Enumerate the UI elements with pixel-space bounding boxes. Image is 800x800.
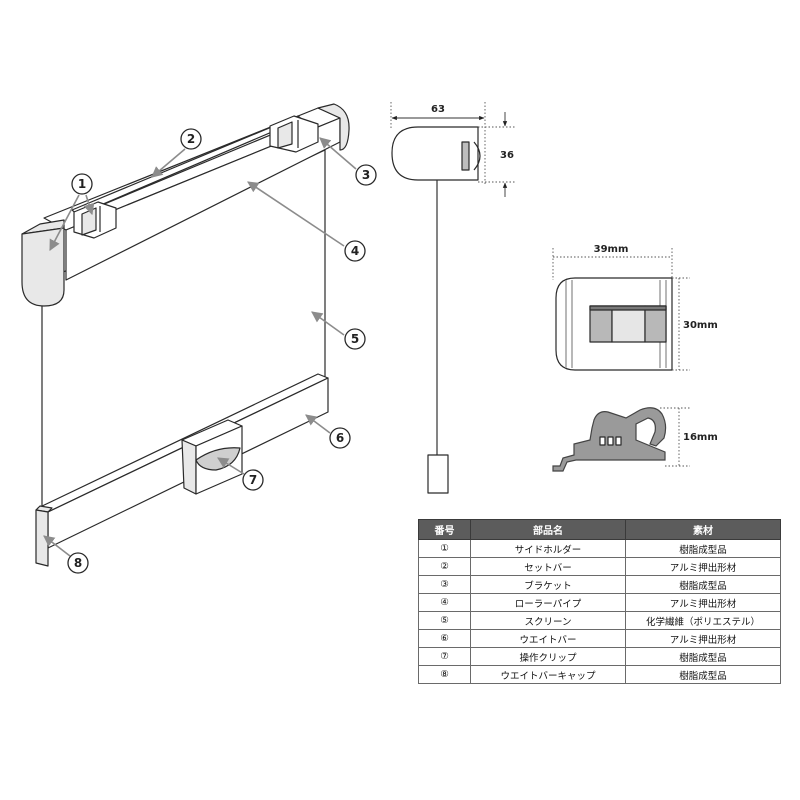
row-no: ①	[418, 539, 471, 558]
leader-1b	[83, 194, 95, 216]
bracket-front-view: 39mm 30mm	[552, 244, 718, 371]
leader-7	[217, 457, 245, 475]
callouts: 1 2 3 4 5 6 7	[67, 128, 377, 574]
row-no: ②	[418, 557, 471, 576]
dim-width-label: 63	[431, 104, 445, 115]
side-holder-hook	[473, 141, 481, 171]
row-part-name: ブラケット	[470, 575, 626, 594]
bracket-clip	[589, 305, 667, 343]
callout-5: 5	[344, 328, 366, 350]
weight-bar-cap	[35, 509, 49, 567]
table-row: ③ ブラケット 樹脂成型品	[418, 575, 781, 594]
callout-6: 6	[329, 427, 351, 449]
leader-6	[305, 414, 331, 434]
leader-lines	[43, 137, 357, 557]
row-material: アルミ押出形材	[625, 629, 781, 648]
bracket-profile-tooth	[599, 436, 606, 446]
blind-assembly	[21, 103, 350, 567]
row-material: 樹脂成型品	[625, 647, 781, 666]
row-part-name: スクリーン	[470, 611, 626, 630]
leader-8	[43, 535, 71, 557]
dim-height-label: 36	[500, 150, 514, 161]
table-row: ⑧ ウエイトバーキャップ 樹脂成型品	[418, 665, 781, 684]
row-material: 樹脂成型品	[625, 539, 781, 558]
table-row: ⑥ ウエイトバー アルミ押出形材	[418, 629, 781, 648]
callout-3-label: 3	[362, 168, 370, 182]
side-view: 63 36	[390, 102, 516, 494]
row-no: ④	[418, 593, 471, 612]
leader-1a	[49, 194, 80, 251]
row-material: アルミ押出形材	[625, 557, 781, 576]
callout-3: 3	[355, 164, 377, 186]
callout-1: 1	[71, 173, 93, 195]
leader-4	[247, 181, 345, 247]
callout-7: 7	[242, 469, 264, 491]
bracket-profile-view: 16mm	[552, 407, 718, 472]
table-row: ⑤ スクリーン 化学繊維（ポリエステル）	[418, 611, 781, 630]
row-no: ⑤	[418, 611, 471, 630]
cord-weight	[427, 454, 449, 494]
table-row: ② セットバー アルミ押出形材	[418, 557, 781, 576]
row-part-name: ウエイトバーキャップ	[470, 665, 626, 684]
side-holder-profile	[391, 126, 479, 181]
header-material: 素材	[625, 519, 781, 540]
row-material: 化学繊維（ポリエステル）	[625, 611, 781, 630]
row-part-name: セットバー	[470, 557, 626, 576]
callout-1-label: 1	[78, 177, 86, 191]
callout-2-label: 2	[187, 132, 195, 146]
callout-2: 2	[180, 128, 202, 150]
callout-6-label: 6	[336, 431, 344, 445]
table-row: ⑦ 操作クリップ 樹脂成型品	[418, 647, 781, 666]
side-holder-slot	[461, 141, 470, 171]
row-material: アルミ押出形材	[625, 593, 781, 612]
row-material: 樹脂成型品	[625, 665, 781, 684]
row-material: 樹脂成型品	[625, 575, 781, 594]
callout-8: 8	[67, 552, 89, 574]
bracket-profile-tooth	[615, 436, 622, 446]
callout-4: 4	[344, 240, 366, 262]
row-no: ③	[418, 575, 471, 594]
row-no: ⑥	[418, 629, 471, 648]
bracket-height-label: 30mm	[683, 320, 718, 331]
right-bracket	[269, 115, 319, 153]
row-part-name: 操作クリップ	[470, 647, 626, 666]
row-part-name: ローラーパイプ	[470, 593, 626, 612]
callout-7-label: 7	[249, 473, 257, 487]
leader-5	[311, 311, 345, 336]
row-no: ⑧	[418, 665, 471, 684]
row-no: ⑦	[418, 647, 471, 666]
header-no: 番号	[418, 519, 471, 540]
callout-8-label: 8	[74, 556, 82, 570]
table-row: ① サイドホルダー 樹脂成型品	[418, 539, 781, 558]
leader-2	[151, 148, 186, 178]
bracket-width-label: 39mm	[594, 244, 629, 255]
side-holder	[21, 227, 65, 307]
table-row: ④ ローラーパイプ アルミ押出形材	[418, 593, 781, 612]
row-part-name: サイドホルダー	[470, 539, 626, 558]
row-part-name: ウエイトバー	[470, 629, 626, 648]
profile-height-label: 16mm	[683, 432, 718, 443]
callout-4-label: 4	[351, 244, 359, 258]
header-part-name: 部品名	[470, 519, 626, 540]
right-side-holder	[317, 103, 350, 151]
parts-table: 番号 部品名 素材 ① サイドホルダー 樹脂成型品 ② セットバー アルミ押出形…	[418, 519, 781, 684]
set-bar-groove	[81, 119, 301, 214]
bracket-profile-tooth	[607, 436, 614, 446]
leader-3	[319, 137, 357, 170]
table-header-row: 番号 部品名 素材	[418, 519, 781, 540]
callout-5-label: 5	[351, 332, 359, 346]
